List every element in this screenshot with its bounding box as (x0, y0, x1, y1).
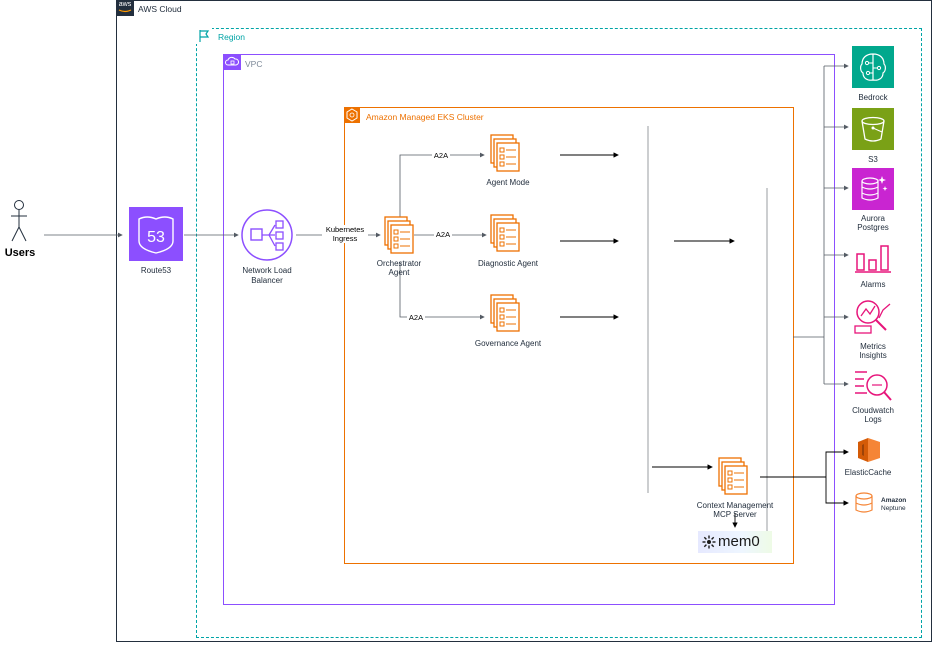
metrics-insights-label-line1: Metrics (860, 342, 886, 351)
region-flag-icon (196, 28, 212, 44)
aurora-label-line1: Aurora (860, 214, 885, 223)
nlb-label-line2: Balancer (251, 276, 283, 285)
eks-title: Amazon Managed EKS Cluster (366, 112, 484, 122)
context-mcp-server-icon (718, 457, 752, 499)
route53-glyph: 53 (147, 229, 165, 246)
vertical-bus-lines (647, 126, 768, 534)
eks-cluster-group (344, 107, 794, 564)
mem0-logo-icon (702, 535, 716, 549)
neptune-label-line2: Neptune (881, 505, 906, 512)
mem0-text: mem0 (718, 533, 760, 550)
a2a-label-diagnostic: A2A (434, 230, 452, 239)
agent-output-arrows (560, 152, 738, 528)
metrics-insights-icon (852, 296, 894, 336)
aurora-icon (852, 168, 894, 210)
alarms-label: Alarms (860, 280, 886, 289)
governance-agent-icon (490, 294, 522, 334)
ingress-label-line1: Kubernetes (322, 225, 368, 234)
user-icon (8, 199, 30, 243)
aws-logo-text: aws (118, 1, 132, 8)
nlb-label-line1: Network Load (242, 266, 292, 275)
nlb-icon (240, 208, 294, 262)
route53-label: Route53 (140, 266, 172, 275)
cloudwatch-logs-icon (852, 366, 894, 404)
context-to-datastores (760, 449, 849, 506)
neptune-label-line1: Amazon (881, 497, 907, 504)
agent-mode-label: Agent Mode (486, 178, 530, 187)
orchestrator-label-line2: Agent (388, 268, 410, 277)
orchestrator-agent-icon (384, 216, 416, 256)
a2a-label-agent-mode: A2A (432, 151, 450, 160)
ingress-label-line2: Ingress (322, 234, 368, 243)
bedrock-label: Bedrock (858, 93, 888, 102)
diagnostic-agent-label: Diagnostic Agent (477, 259, 539, 268)
vpc-title: VPC (245, 59, 263, 69)
s3-icon (852, 108, 894, 150)
neptune-icon (853, 491, 877, 515)
route53-icon: 53 (129, 207, 183, 261)
a2a-label-governance: A2A (407, 313, 425, 322)
vpc-group (223, 54, 835, 605)
s3-label: S3 (868, 155, 878, 164)
diagnostic-agent-icon (490, 214, 522, 254)
aws-logo-badge: aws (116, 0, 134, 16)
aws-cloud-group (116, 0, 932, 642)
aws-cloud-title: AWS Cloud (138, 4, 182, 14)
orchestrator-label-line1: Orchestrator (376, 259, 422, 268)
agent-mode-icon (490, 134, 522, 174)
aws-smile-icon (118, 9, 132, 13)
mem0-badge: mem0 (698, 531, 772, 553)
aurora-label-line2: Postgres (857, 223, 889, 232)
cloudwatch-logs-label-line1: Cloudwatch (852, 406, 894, 415)
vpc-cloud-icon (223, 54, 241, 70)
region-title: Region (218, 32, 245, 42)
region-group (196, 28, 922, 638)
cloudwatch-logs-label-line2: Logs (864, 415, 882, 424)
elasticache-icon (855, 436, 883, 464)
context-mcp-label-line2: MCP Server (713, 510, 757, 519)
context-mcp-label-line1: Context Management (696, 501, 774, 510)
users-label: Users (4, 247, 36, 259)
eks-icon (344, 107, 360, 123)
services-fanout (793, 63, 849, 387)
elasticache-label: ElasticCache (844, 468, 892, 477)
governance-agent-label: Governance Agent (474, 339, 542, 348)
bedrock-icon (852, 46, 894, 88)
alarms-icon (852, 238, 894, 276)
metrics-insights-label-line2: Insights (859, 351, 887, 360)
